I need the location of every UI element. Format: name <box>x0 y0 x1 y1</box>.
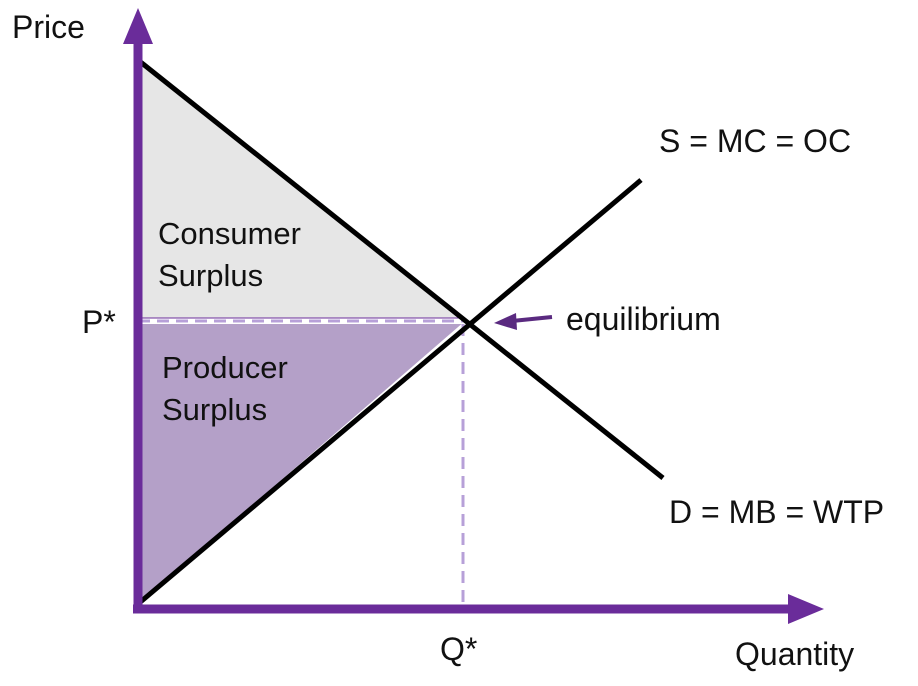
producer-surplus-label-line2: Surplus <box>162 392 267 427</box>
x-axis-arrowhead <box>788 594 824 624</box>
producer-surplus-label-line1: Producer <box>162 350 288 385</box>
supply-curve-label: S = MC = OC <box>659 123 851 159</box>
equilibrium-arrow-shaft <box>511 315 553 323</box>
q-star-label: Q* <box>440 631 477 667</box>
consumer-surplus-label-line1: Consumer <box>158 216 301 251</box>
supply-curve <box>136 178 643 606</box>
y-axis-label: Price <box>12 9 85 45</box>
consumer-surplus-label-line2: Surplus <box>158 258 263 293</box>
equilibrium-arrow-head <box>494 313 517 330</box>
x-axis-label: Quantity <box>735 636 854 672</box>
p-star-label: P* <box>82 304 116 340</box>
y-axis-arrowhead <box>123 8 153 44</box>
equilibrium-label: equilibrium <box>566 301 721 337</box>
demand-curve <box>136 58 665 480</box>
demand-curve-label: D = MB = WTP <box>669 494 884 530</box>
